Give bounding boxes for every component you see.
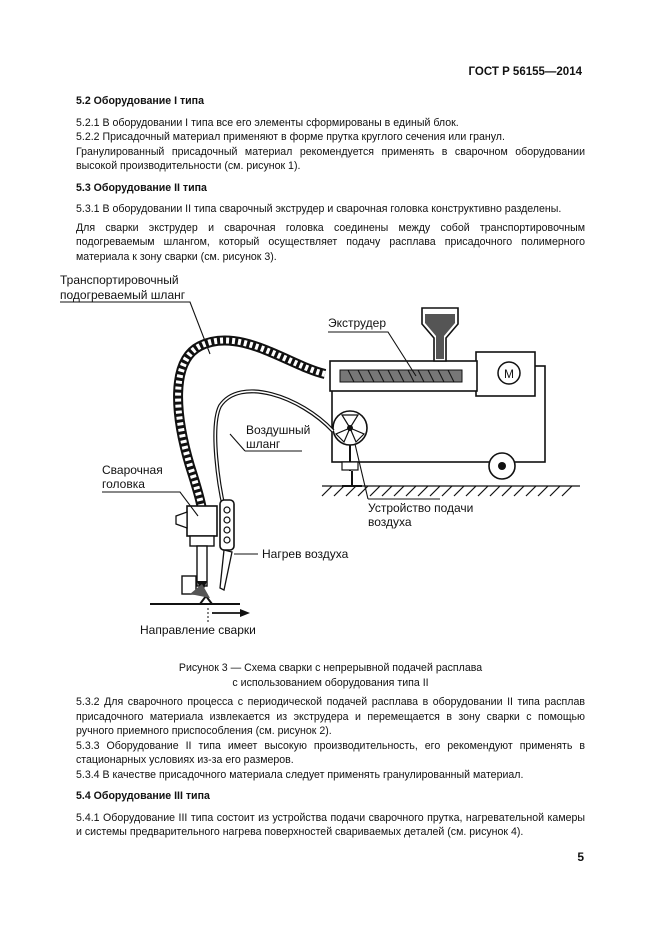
label-transport-hose-line2: подогреваемый шланг	[60, 288, 186, 302]
text-block-upper: 5.2 Оборудование I типа 5.2.1 В оборудов…	[76, 94, 585, 264]
paragraph-5-3-1: 5.3.1 В оборудовании II типа сварочный э…	[76, 203, 562, 215]
label-extruder: Экструдер	[328, 316, 386, 330]
label-air-supply-line2: воздуха	[368, 515, 412, 529]
leader-lines	[60, 301, 440, 555]
welding-nozzle	[196, 545, 208, 587]
figure-3-welding-scheme: M	[40, 266, 600, 646]
air-hose	[213, 389, 335, 517]
document-standard-number: ГОСТ Р 56155—2014	[468, 66, 582, 78]
label-air-hose-line2: шланг	[246, 437, 281, 451]
paragraph-5-2-2: 5.2.2 Присадочный материал применяют в ф…	[76, 131, 505, 143]
figure-caption-line2: с использованием оборудования типа II	[232, 676, 429, 689]
motor-label: M	[504, 367, 514, 381]
text-block-lower: 5.3.2 Для сварочного процесса с периодич…	[76, 695, 585, 840]
air-heater	[219, 499, 235, 551]
figure-caption-line1: Рисунок 3 — Схема сварки с непрерывной п…	[178, 662, 483, 674]
welding-head-body	[186, 505, 218, 537]
page-number: 5	[577, 850, 584, 864]
label-welding-direction: Направление сварки	[140, 623, 256, 637]
paragraph-5-4-1: 5.4.1 Оборудование III типа состоит из у…	[76, 811, 585, 839]
screw-flights	[347, 369, 455, 383]
figure-caption: Рисунок 3 — Схема сварки с непрерывной п…	[0, 661, 661, 690]
fan-base	[341, 461, 359, 471]
section-heading-5-2: 5.2 Оборудование I типа	[76, 95, 204, 107]
welding-head-handle	[175, 511, 188, 529]
hopper-granules	[425, 314, 455, 359]
hot-air-nozzle	[219, 549, 233, 591]
welding-scheme-diagram: M	[60, 273, 580, 637]
label-welding-head-line2: головка	[102, 477, 145, 491]
label-air-supply-line1: Устройство подачи	[368, 501, 473, 515]
paragraph-5-3-3: 5.3.3 Оборудование II типа имеет высокую…	[76, 739, 585, 767]
section-heading-5-4: 5.4 Оборудование III типа	[76, 790, 210, 802]
section-heading-5-3: 5.3 Оборудование II типа	[76, 181, 207, 194]
motor-icon	[497, 361, 521, 385]
label-transport-hose-line1: Транспортировочный	[60, 273, 179, 287]
label-air-hose-line1: Воздушный	[246, 423, 310, 437]
ground-hatching	[321, 485, 580, 497]
workpiece	[150, 594, 240, 605]
paragraph-5-3-1-cont: Для сварки экструдер и сварочная головка…	[76, 221, 585, 263]
fan-blades	[334, 414, 366, 444]
label-air-heating: Нагрев воздуха	[262, 547, 349, 561]
paragraph-5-3-4: 5.3.4 В качестве присадочного материала …	[76, 768, 524, 781]
label-welding-head-line1: Сварочная	[102, 463, 163, 477]
paragraph-5-2-1: 5.2.1 В оборудовании I типа все его элем…	[76, 116, 459, 129]
paragraph-5-2-2-cont: Гранулированный присадочный материал рек…	[76, 145, 585, 173]
paragraph-5-3-2: 5.3.2 Для сварочного процесса с периодич…	[76, 696, 585, 737]
